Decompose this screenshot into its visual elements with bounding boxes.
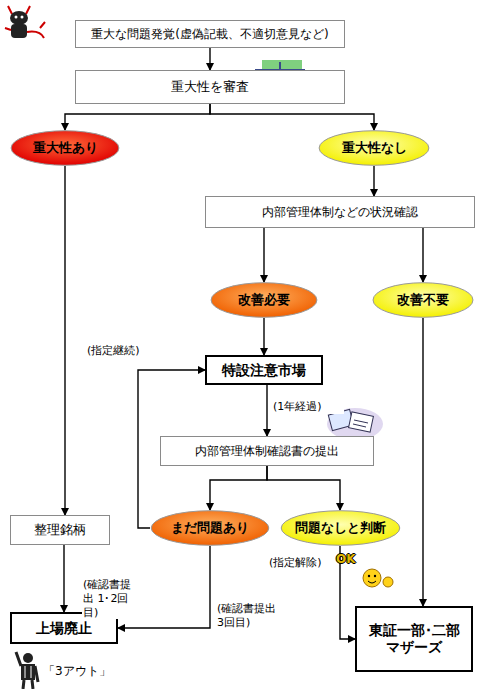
flow-arrow [210,466,267,510]
flow-arrow [210,104,374,130]
process-box: 整理銘柄 [10,515,110,545]
flow-arrow [263,318,264,355]
node-text: 改善必要 [238,292,290,308]
flow-arrow [267,466,340,510]
node-text: 重大性なし [342,140,407,156]
flow-arrow [422,228,423,282]
node-text: 東証一部･二部 マザーズ [367,622,461,656]
flow-arrow [422,318,423,606]
node-text: 重大性を審査 [171,79,249,95]
node-text: 内部管理体制などの状況確認 [262,205,418,219]
edge-label: (指定継続) [86,344,150,358]
status-ellipse: 問題なしと判断 [280,510,401,546]
umpire-icon [16,652,38,689]
process-box: 東証一部･二部 マザーズ [355,606,473,672]
flow-arrow [64,166,65,515]
node-text: 改善不要 [397,292,449,308]
node-text: 内部管理体制確認書の提出 [195,444,339,458]
node-text: 重大な問題発覚(虚偽記載、不適切意見など) [91,27,328,41]
flow-arrow [63,545,64,612]
process-box: 内部管理体制確認書の提出 [160,436,374,466]
node-text: 整理銘柄 [34,522,86,538]
status-ellipse: 改善必要 [210,282,318,318]
flow-arrow [263,228,264,282]
node-text: 上場廃止 [36,620,92,637]
ok-mark: OK [335,552,367,567]
process-box: 重大な問題発覚(虚偽記載、不適切意見など) [75,20,345,48]
edge-label: (1年経過) [272,400,344,414]
process-box: 特設注意市場 [205,355,323,385]
flow-arrow [373,166,374,196]
node-text: 重大性あり [33,140,98,156]
status-ellipse: 改善不要 [372,282,474,318]
status-ellipse: 重大性なし [318,130,430,166]
status-ellipse: まだ問題あり [150,510,270,546]
smiley-icon [363,569,393,587]
note-label: 「3アウト」 [42,664,124,679]
note-label: (確認書提出 1･2回目) [82,578,140,619]
node-text: 問題なしと判断 [295,520,386,536]
edge-label: (確認書提出 3回目) [216,602,280,630]
flow-arrow [209,48,210,70]
flow-arrow [266,385,267,436]
node-text: 特設注意市場 [222,362,306,379]
edge-label: (指定解除) [268,556,336,570]
status-ellipse: 重大性あり [10,130,120,166]
devil-icon [5,6,45,38]
node-text: まだ問題あり [171,520,249,536]
process-box: 内部管理体制などの状況確認 [205,196,475,228]
process-box: 重大性を審査 [75,70,345,104]
flow-arrow [65,104,210,130]
